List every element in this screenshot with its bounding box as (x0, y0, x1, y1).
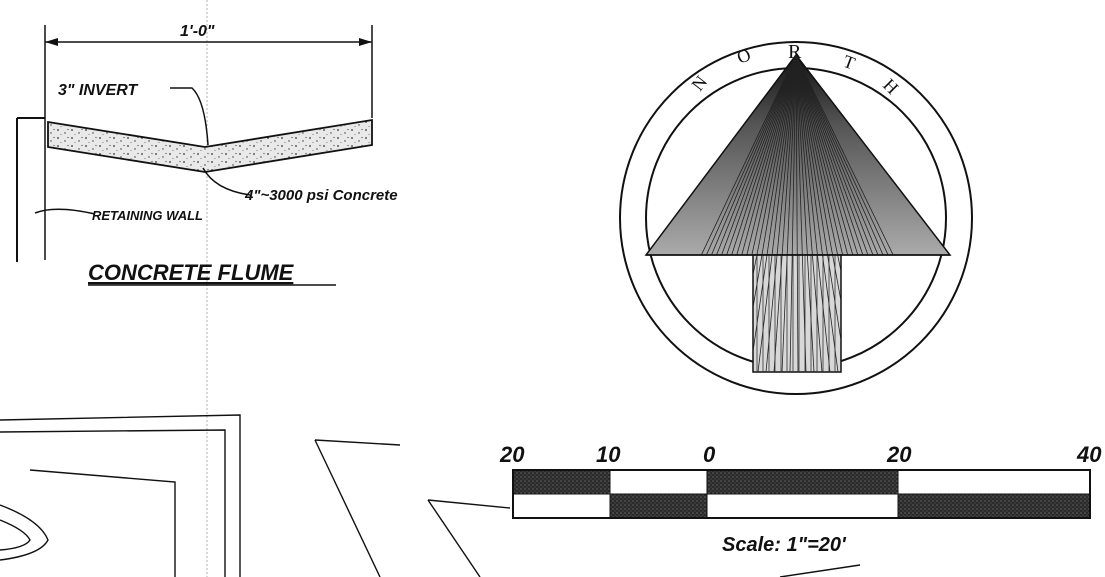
arrow-hatch-line (789, 55, 797, 372)
plan-road-2 (314, 439, 381, 577)
plan-road-3 (427, 499, 481, 577)
scale-tick-20-right: 20 (886, 442, 912, 467)
dim-arrow-left (45, 38, 58, 46)
arrow-hatch-line (757, 55, 797, 372)
scale-tick-10: 10 (596, 442, 621, 467)
arrow-hatch-line (795, 55, 799, 372)
concrete-label: 4"~3000 psi Concrete (244, 187, 398, 204)
scale-cell (609, 469, 708, 495)
wall-leader (34, 208, 96, 215)
arrow-hatch-line (795, 55, 847, 372)
plan-road-4 (427, 499, 511, 509)
scale-cell (897, 469, 1091, 495)
scale-cell (512, 469, 611, 495)
arrow-hatch-line (781, 55, 797, 372)
flume-title: CONCRETE FLUME (88, 260, 295, 285)
arrow-hatch-line (765, 55, 797, 372)
arrow-hatch-line (795, 55, 807, 372)
north-arrow: N O R T H (619, 41, 973, 395)
plan-line-bottom (779, 564, 861, 577)
north-letter-r: R (788, 41, 802, 63)
scale-cell (706, 493, 899, 519)
dim-arrow-right (359, 38, 372, 46)
scale-label: Scale: 1"=20' (722, 534, 847, 556)
invert-leader (170, 87, 209, 146)
plan-boundary-3 (29, 469, 176, 577)
plan-boundary-1 (0, 414, 241, 577)
scale-cell (897, 493, 1091, 519)
scale-tick-40: 40 (1076, 442, 1102, 467)
north-outer-ring (619, 41, 973, 395)
scale-cell (609, 493, 708, 519)
north-letter-t: T (841, 51, 858, 74)
scale-tick-20-left: 20 (499, 442, 525, 467)
arrow-hatch-line (795, 55, 823, 372)
base-plan-lines (0, 414, 861, 577)
arrow-hatch-line (795, 55, 831, 372)
scale-frame (512, 469, 1091, 519)
concrete-slab (47, 118, 373, 173)
retaining-wall-label: RETAINING WALL (92, 208, 203, 223)
plan-curve-inner (0, 519, 31, 551)
dimension-label: 1'-0" (180, 23, 215, 40)
scale-bar: 20 10 0 20 40 Scale: 1"=20' (499, 442, 1102, 556)
scale-cell (706, 469, 899, 495)
concrete-leader (202, 167, 251, 196)
plan-boundary-2 (0, 429, 226, 577)
arrow-hatch-line (773, 55, 797, 372)
scale-cell (512, 493, 611, 519)
plan-curve (0, 504, 49, 561)
arrow-hatch-line (749, 55, 797, 372)
invert-label: 3" INVERT (58, 82, 139, 99)
arrow-hatch-line (795, 55, 839, 372)
scale-cells (512, 469, 1091, 519)
scale-tick-0: 0 (703, 442, 716, 467)
plan-road-1 (314, 439, 401, 446)
north-letter-n: N (687, 72, 711, 95)
concrete-flume-detail: 1'-0" 3" INVERT 4"~3000 psi Concrete RET… (16, 23, 398, 286)
